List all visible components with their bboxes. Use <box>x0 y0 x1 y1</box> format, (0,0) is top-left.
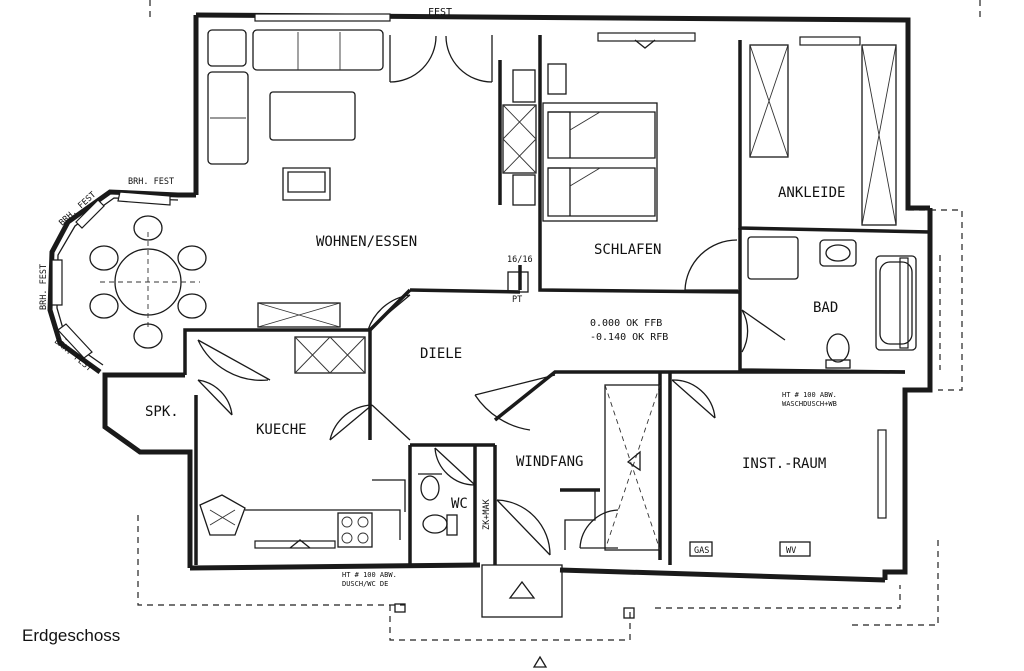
note-brh-fest-1: BRH. FEST <box>128 177 174 187</box>
utility-boxes <box>689 541 811 557</box>
exterior-walls <box>47 12 933 583</box>
site-dashed-lines <box>137 0 981 641</box>
room-label-schlafen: SCHLAFEN <box>594 242 661 258</box>
note-level-2: -0.140 OK RFB <box>590 332 668 343</box>
room-label-kueche: KUECHE <box>256 422 307 438</box>
note-ht-1-b: DUSCH/WC DE <box>342 580 388 588</box>
note-ht-2-b: WASCHDUSCH+WB <box>782 400 837 408</box>
room-label-spk: SPK. <box>145 404 179 420</box>
note-ht-2-a: HT # 100 ABW. <box>782 391 837 399</box>
interior-walls <box>183 35 931 565</box>
room-label-bad: BAD <box>813 300 838 316</box>
room-label-diele: DIELE <box>420 346 462 362</box>
room-label-windfang: WINDFANG <box>516 454 583 470</box>
note-ht-1-a: HT # 100 ABW. <box>342 571 397 579</box>
windows <box>254 13 909 549</box>
bedroom-furniture <box>542 63 658 222</box>
note-gas: GAS <box>694 546 709 556</box>
bay-window-panes <box>51 191 171 359</box>
living-furniture <box>89 29 384 349</box>
plan-caption: Erdgeschoss <box>22 626 121 645</box>
note-wv: WV <box>786 546 796 556</box>
note-level-1: 0.000 OK FFB <box>590 318 662 329</box>
room-label-wohnen-essen: WOHNEN/ESSEN <box>316 234 417 250</box>
note-fest-top: FEST <box>428 7 452 18</box>
wc-fixtures <box>418 473 458 536</box>
note-chimney: 16/16 <box>507 255 533 265</box>
shafts <box>502 69 537 293</box>
wardrobes <box>749 44 897 226</box>
staircase <box>564 384 661 551</box>
note-pt: PT <box>512 295 522 305</box>
doors <box>197 35 786 556</box>
room-label-wc: WC <box>451 496 468 512</box>
note-zk-mak: ZK+MAK <box>482 498 492 530</box>
room-label-inst-raum: INST.-RAUM <box>742 456 826 472</box>
kitchen-fixtures <box>199 336 406 548</box>
bathroom-fixtures <box>747 236 917 369</box>
note-brh-fest-3: BRH. FEST <box>39 264 49 310</box>
north-arrow-icon <box>532 655 548 668</box>
entrance <box>394 564 635 668</box>
room-label-ankleide: ANKLEIDE <box>778 185 845 201</box>
